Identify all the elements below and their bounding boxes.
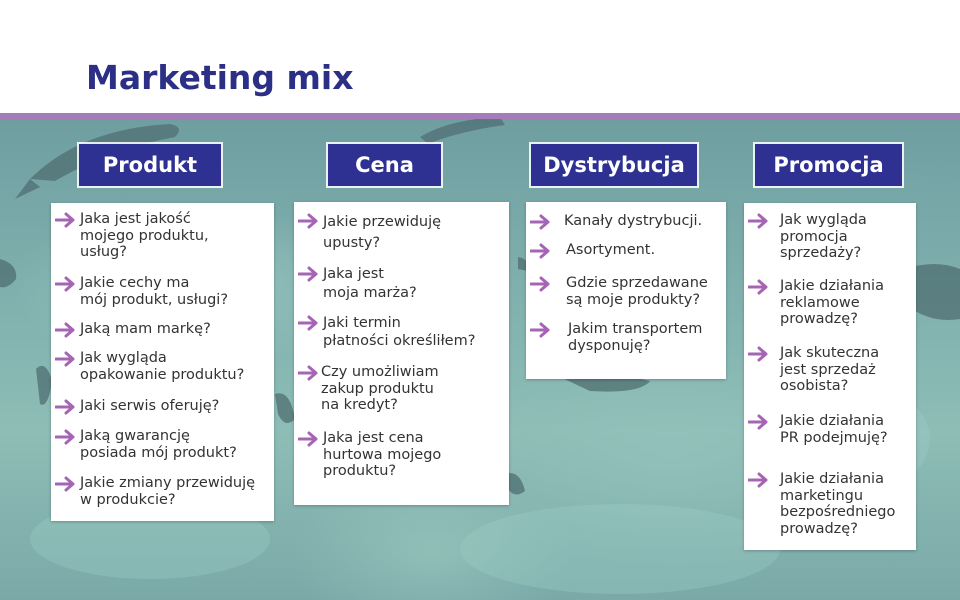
header-promocja: Promocja	[755, 144, 902, 186]
list-item-text: Jakie zmiany przewiduję w produkcie?	[80, 475, 256, 508]
arrow-right-icon	[748, 472, 768, 488]
arrow-right-icon	[530, 322, 550, 338]
arrow-right-icon	[55, 212, 75, 228]
header-cena: Cena	[328, 144, 441, 186]
card-produkt: Jaka jest jakość mojego produktu, usług?…	[51, 203, 274, 521]
header-dystrybucja: Dystrybucja	[531, 144, 697, 186]
list-item-text: Jakie działania reklamowe prowadzę?	[780, 278, 884, 327]
arrow-right-icon	[55, 322, 75, 338]
arrow-right-icon	[298, 315, 318, 331]
list-item-text: Asortyment.	[566, 242, 656, 258]
arrow-right-icon	[748, 414, 768, 430]
list-item-text: Jak wygląda opakowanie produktu?	[80, 350, 245, 383]
list-item-text: Jakim transportem dysponuję?	[568, 321, 703, 354]
arrow-right-icon	[530, 214, 550, 230]
list-item-text: Gdzie sprzedawane są moje produkty?	[566, 275, 708, 308]
list-item-text: Jaki termin płatności określiłem?	[323, 315, 476, 349]
arrow-right-icon	[530, 243, 550, 259]
list-item-text: Jaka jest cena hurtowa mojego produktu?	[323, 430, 442, 479]
card-dystrybucja: Kanały dystrybucji. Asortyment. Gdzie sp…	[526, 202, 726, 379]
arrow-right-icon	[298, 266, 318, 282]
arrow-right-icon	[55, 429, 75, 445]
arrow-right-icon	[748, 213, 768, 229]
arrow-right-icon	[55, 351, 75, 367]
arrow-right-icon	[55, 476, 75, 492]
list-item-text: Jaka jest jakość mojego produktu, usług?	[80, 211, 209, 260]
list-item-text: Jakie przewiduję upusty?	[323, 214, 442, 251]
list-item-text: Jaką mam markę?	[80, 321, 211, 337]
arrow-right-icon	[298, 213, 318, 229]
arrow-right-icon	[55, 399, 75, 415]
list-item-text: Jakie cechy ma mój produkt, usługi?	[80, 275, 229, 308]
title-divider	[0, 113, 960, 119]
header-produkt: Produkt	[79, 144, 221, 186]
list-item-text: Czy umożliwiam zakup produktu na kredyt?	[321, 364, 439, 413]
arrow-right-icon	[748, 346, 768, 362]
list-item-text: Jaka jest moja marża?	[323, 266, 417, 301]
card-cena: Jakie przewiduję upusty? Jaka jest moja …	[294, 202, 509, 505]
list-item-text: Jak skuteczna jest sprzedaż osobista?	[780, 345, 880, 394]
page-title: Marketing mix	[86, 58, 354, 97]
arrow-right-icon	[748, 279, 768, 295]
arrow-right-icon	[55, 276, 75, 292]
list-item-text: Jaki serwis oferuję?	[80, 398, 220, 414]
list-item-text: Jakie działania marketingu bezpośrednieg…	[780, 471, 896, 537]
card-promocja: Jak wygląda promocja sprzedaży? Jakie dz…	[744, 203, 916, 550]
arrow-right-icon	[298, 365, 318, 381]
list-item-text: Jaką gwarancję posiada mój produkt?	[80, 428, 237, 461]
list-item-text: Kanały dystrybucji.	[564, 213, 703, 229]
arrow-right-icon	[298, 431, 318, 447]
list-item-text: Jak wygląda promocja sprzedaży?	[780, 212, 867, 261]
arrow-right-icon	[530, 276, 550, 292]
list-item-text: Jakie działania PR podejmuję?	[780, 413, 888, 446]
